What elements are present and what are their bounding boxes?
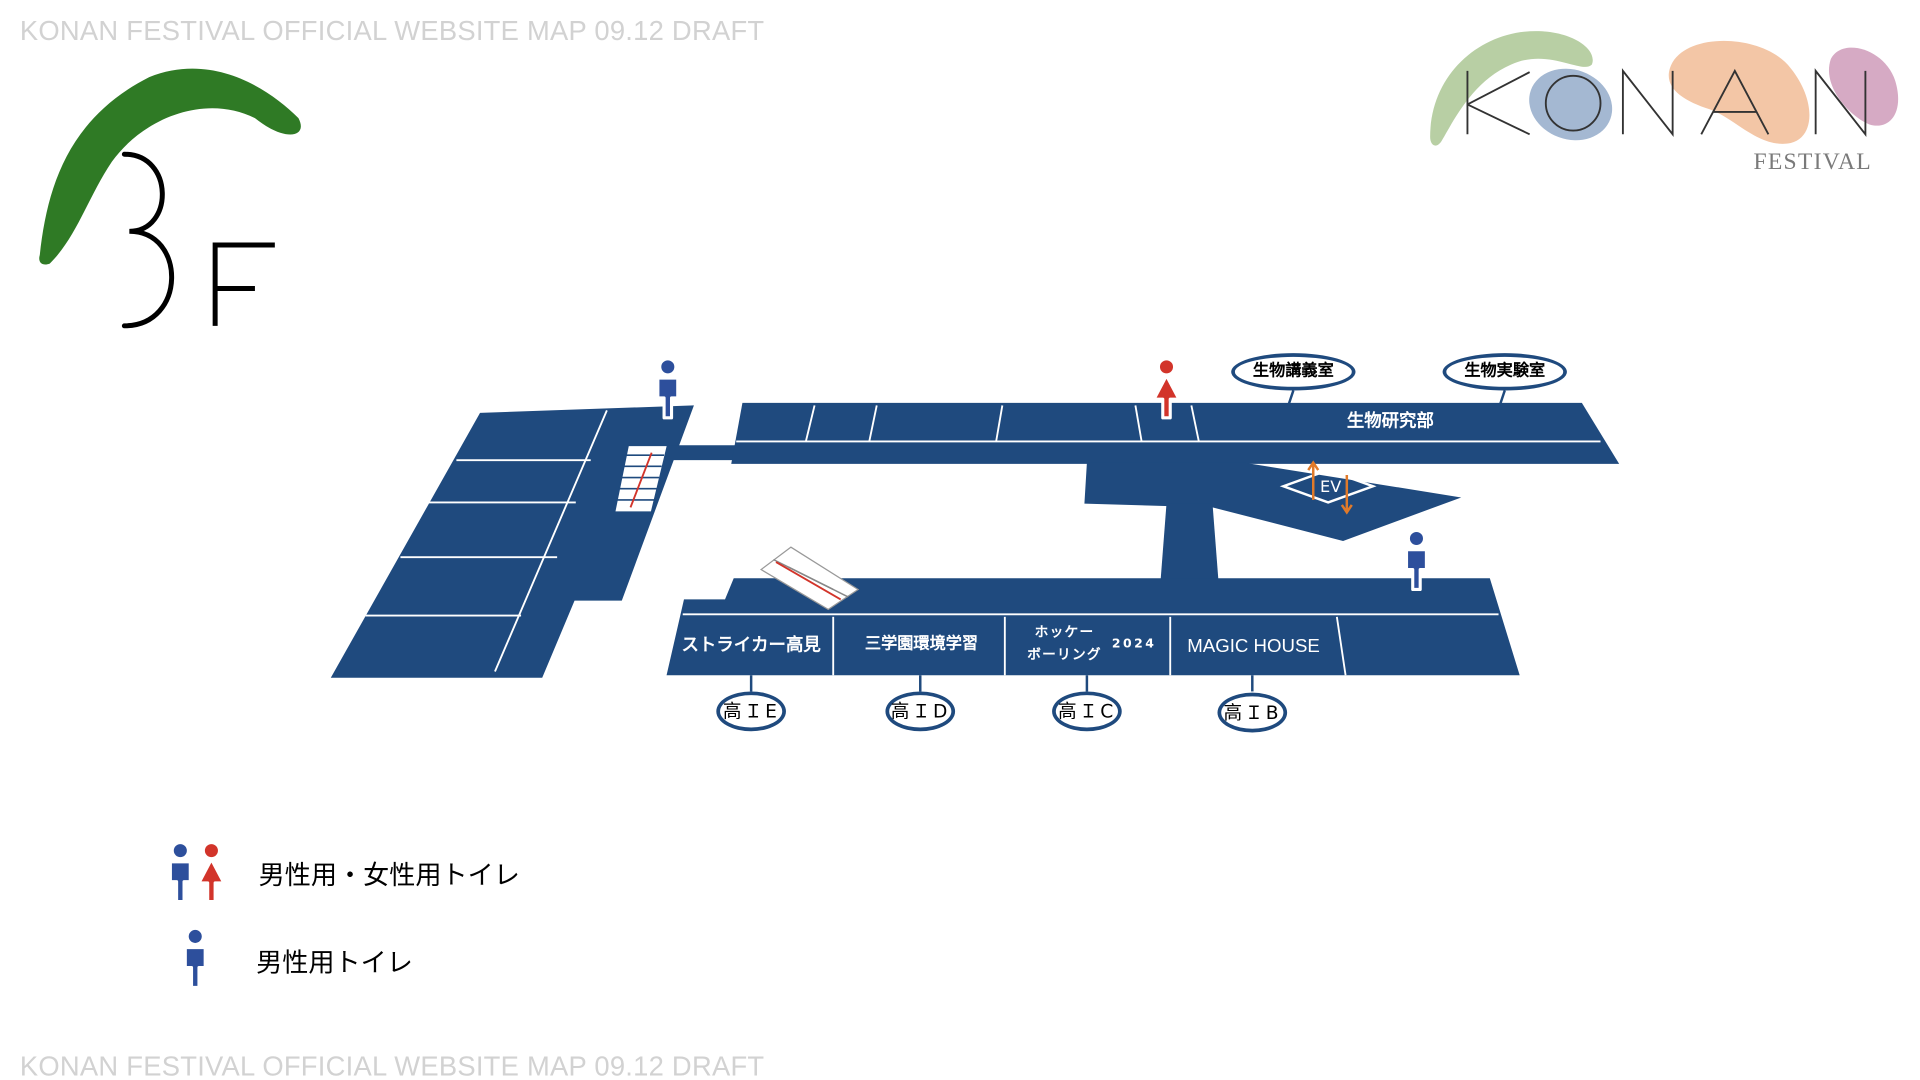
logo-blob-blue xyxy=(1529,68,1613,141)
upper-block xyxy=(731,402,1620,464)
logo-blob-peach xyxy=(1668,40,1810,144)
floor-logo-f xyxy=(212,242,275,326)
floor-logo-three xyxy=(121,151,175,329)
bubble-h1b: 高ＩB xyxy=(1217,692,1288,733)
left-wing xyxy=(330,405,694,678)
room-hockey-year: 2024 xyxy=(1111,637,1157,652)
stairs-left xyxy=(613,444,669,514)
bubble-h1c: 高ＩC xyxy=(1052,691,1122,732)
room-hockey-line2: ボーリング xyxy=(1027,646,1102,663)
room-environment: 三学園環境学習 xyxy=(864,634,979,654)
draft-notice-bottom: KONAN FESTIVAL OFFICIAL WEBSITE MAP 09.1… xyxy=(19,1050,765,1080)
bubble-h1e: 高ＩE xyxy=(716,691,786,732)
lower-block xyxy=(666,578,1520,676)
legend-men-label: 男性用トイレ xyxy=(256,947,413,978)
elevator-label: EV xyxy=(1320,478,1342,497)
room-magic-house: MAGIC HOUSE xyxy=(1187,635,1320,657)
floor-logo-leaf xyxy=(39,68,301,265)
legend-men-only-icon xyxy=(183,926,207,989)
floor-plan xyxy=(330,357,1620,692)
room-hockey-line1: ホッケー xyxy=(1034,624,1095,641)
elevator-icon xyxy=(1279,460,1377,515)
bubble-leaders xyxy=(749,390,1506,692)
legend-men-icon xyxy=(168,840,192,904)
connector-corridor xyxy=(665,445,747,461)
bubble-h1d: 高ＩD xyxy=(885,691,956,732)
konan-logo xyxy=(1430,31,1899,146)
bubble-biology-lecture: 生物講義室 xyxy=(1231,353,1356,391)
legend-icons xyxy=(168,840,226,989)
lower-block-dividers xyxy=(682,613,1499,676)
middle-hall xyxy=(1084,462,1462,541)
upper-block-dividers xyxy=(736,405,1601,443)
legend-women-icon xyxy=(197,840,226,904)
floor-logo xyxy=(39,68,301,329)
room-striker: ストライカー高見 xyxy=(681,635,821,656)
center-stem xyxy=(1160,503,1219,585)
legend-both-label: 男性用・女性用トイレ xyxy=(258,860,520,891)
left-wing-dividers xyxy=(365,410,608,672)
draft-notice-top: KONAN FESTIVAL OFFICIAL WEBSITE MAP 09.1… xyxy=(19,14,765,47)
bubble-biology-lab: 生物実験室 xyxy=(1442,353,1567,391)
room-biology-research: 生物研究部 xyxy=(1346,411,1434,432)
logo-blob-sage xyxy=(1430,31,1593,146)
logo-blob-mauve xyxy=(1828,47,1899,126)
stairs-lower xyxy=(759,546,860,611)
logo-text-konan xyxy=(1466,68,1867,138)
logo-festival-word: FESTIVAL xyxy=(1753,149,1872,176)
